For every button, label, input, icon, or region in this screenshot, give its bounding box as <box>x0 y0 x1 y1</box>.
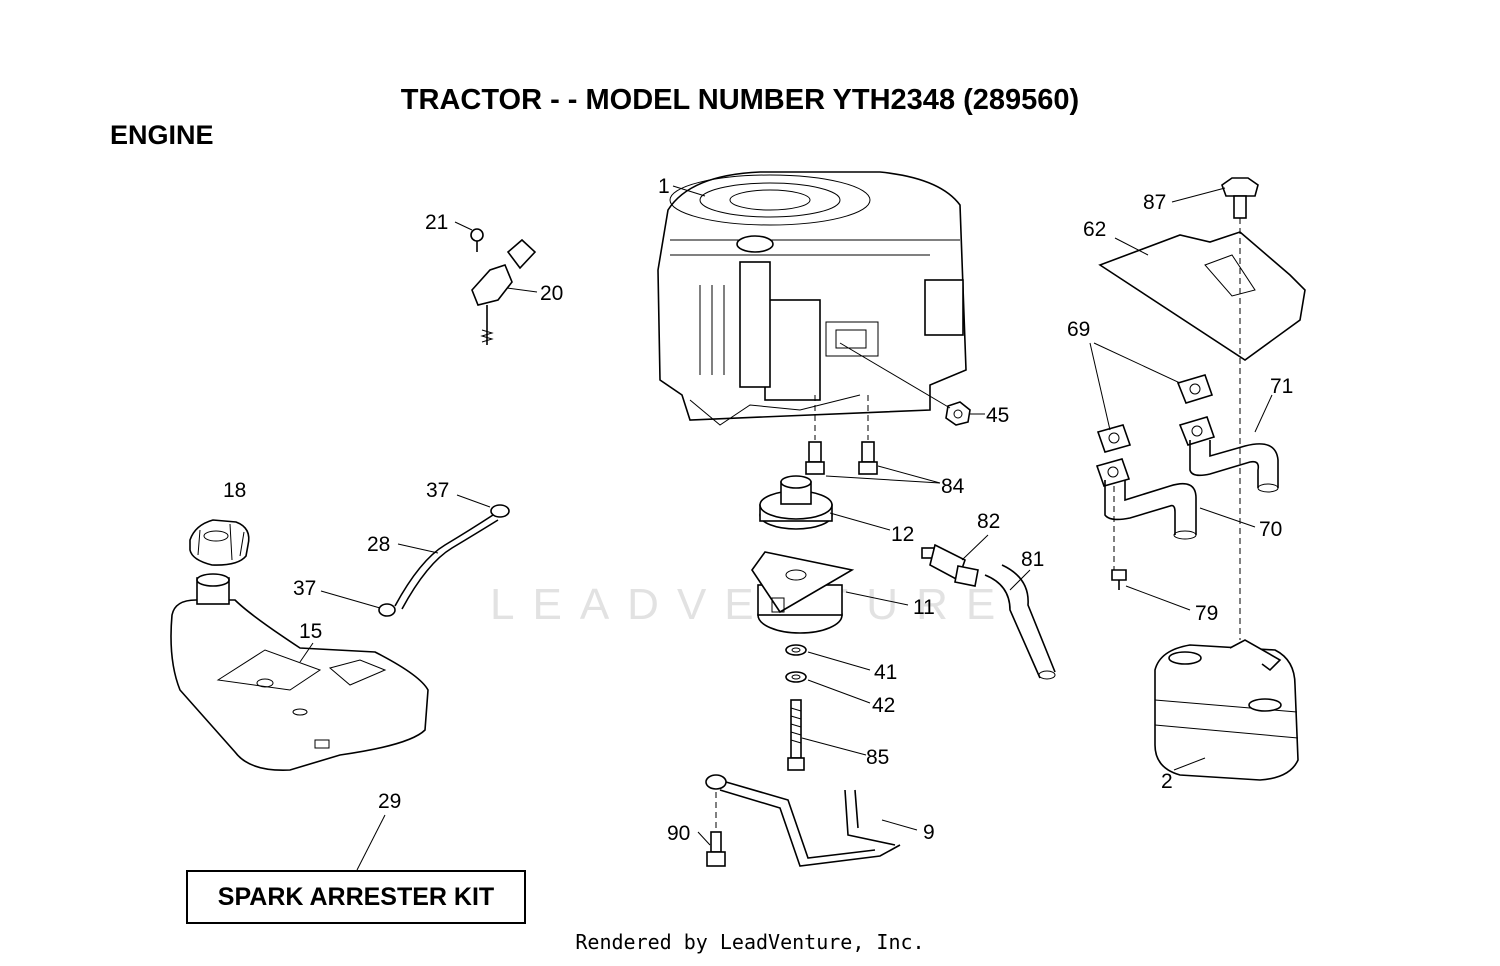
callout-21: 21 <box>425 211 448 234</box>
rod-drawing[interactable] <box>705 774 901 867</box>
nut-45-drawing[interactable] <box>945 401 971 426</box>
callout-79: 79 <box>1195 602 1218 625</box>
spark-arrester-kit-box[interactable]: SPARK ARRESTER KIT <box>186 870 526 924</box>
callout-37-bottom: 37 <box>293 577 316 600</box>
callout-29: 29 <box>378 790 401 813</box>
bolt-90-drawing[interactable] <box>706 792 726 867</box>
callout-12: 12 <box>891 523 914 546</box>
heat-shield-drawing[interactable] <box>1098 177 1306 640</box>
bolt-85-drawing[interactable] <box>787 699 805 771</box>
exhaust-gaskets-drawing[interactable] <box>1095 374 1216 487</box>
fuel-line-drawing[interactable] <box>394 514 499 610</box>
callout-20: 20 <box>540 282 563 305</box>
callout-2: 2 <box>1161 770 1173 793</box>
engine-drawing[interactable] <box>657 171 967 426</box>
exhaust-pipes-drawing[interactable] <box>1104 440 1279 570</box>
callout-42: 42 <box>872 694 895 717</box>
callout-45: 45 <box>986 404 1009 427</box>
callout-69: 69 <box>1067 318 1090 341</box>
callout-82: 82 <box>977 510 1000 533</box>
fuel-adapter-drawing[interactable] <box>921 543 979 587</box>
callout-81: 81 <box>1021 548 1044 571</box>
clutch-drawing[interactable] <box>751 551 855 634</box>
callout-28: 28 <box>367 533 390 556</box>
callout-62: 62 <box>1083 218 1106 241</box>
callout-11: 11 <box>913 596 935 619</box>
bolts-84-drawing[interactable] <box>805 395 878 475</box>
callout-1: 1 <box>658 175 670 198</box>
callout-90: 90 <box>667 822 690 845</box>
fuel-hose-81-drawing[interactable] <box>984 564 1056 680</box>
section-heading: ENGINE <box>110 120 214 150</box>
throttle-control-drawing[interactable] <box>470 228 537 345</box>
hose-clamp-bottom-drawing[interactable] <box>378 603 396 617</box>
fuel-cap-drawing[interactable] <box>189 519 250 566</box>
callout-9: 9 <box>923 821 935 844</box>
page-title: TRACTOR - - MODEL NUMBER YTH2348 (289560… <box>400 84 1080 116</box>
leader-lines <box>299 185 1273 871</box>
fuel-tank-drawing[interactable] <box>170 573 429 771</box>
callout-18: 18 <box>223 479 246 502</box>
callout-41: 41 <box>874 661 897 684</box>
callout-85: 85 <box>866 746 889 769</box>
footer-credit: Rendered by LeadVenture, Inc. <box>575 930 925 954</box>
callout-71: 71 <box>1270 375 1293 398</box>
callout-84: 84 <box>941 475 965 498</box>
leadventure-watermark: LEADVENTURE <box>490 580 1014 629</box>
callout-70: 70 <box>1259 518 1282 541</box>
hose-clamp-top-drawing[interactable] <box>490 504 510 518</box>
callout-87: 87 <box>1143 191 1166 214</box>
callout-37-top: 37 <box>426 479 449 502</box>
pulley-drawing[interactable] <box>759 475 833 530</box>
muffler-drawing[interactable] <box>1154 639 1299 781</box>
washers-drawing[interactable] <box>785 644 807 683</box>
bolt-79-drawing[interactable] <box>1111 569 1127 590</box>
callout-15: 15 <box>299 620 322 643</box>
